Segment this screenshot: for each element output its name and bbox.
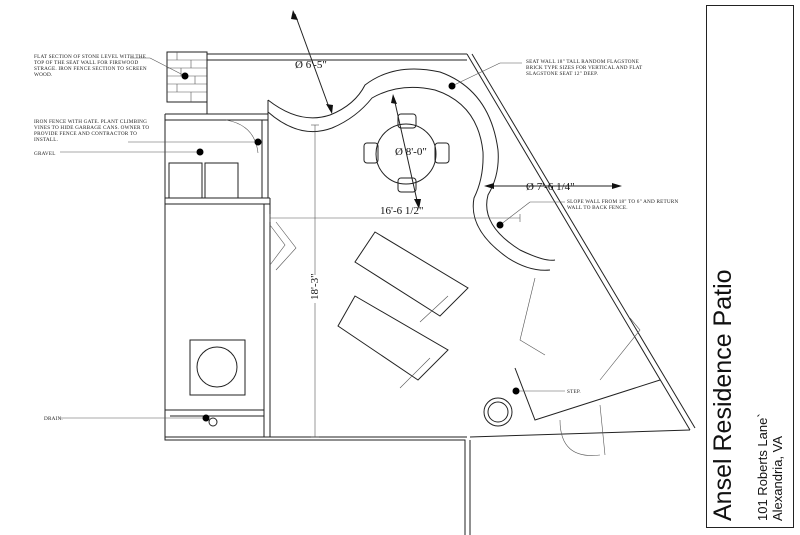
note-flat-stone-line: STRAGE. IRON FENCE SECTION TO SCREEN	[34, 66, 147, 72]
note-seat-wall: SEAT WALL 18" TALL RANDOM FLAGSTONE BRIC…	[526, 59, 644, 77]
note-slope-wall: SLOPE WALL FROM 18" TO 6" AND RETURN WAL…	[567, 199, 680, 211]
firewood-storage	[166, 51, 208, 114]
dimension-lines	[269, 10, 622, 438]
note-step: STEP.	[567, 389, 581, 395]
dimension-length-18-3: 18'-3"	[309, 273, 321, 300]
lounge-chairs	[337, 231, 469, 389]
note-flat-stone-line: TOP OF THE SEAT WALL FOR FIREWOOD	[34, 60, 138, 66]
note-drain-line: DRAIN.	[44, 416, 63, 422]
project-title: Ansel Residence Patio	[709, 269, 737, 521]
dimension-dia-6-5: Ø 6'-5"	[295, 59, 327, 71]
note-iron-fence: IRON FENCE WITH GATE. PLANT CLIMBING VIN…	[34, 119, 151, 143]
note-gravel: GRAVEL	[34, 151, 56, 157]
note-seat-wall-line: BRICK TYPE SIZES FOR VERTICAL AND FLAT	[526, 65, 643, 71]
note-step-line: STEP.	[567, 389, 581, 395]
title-block: Ansel Residence Patio 101 Roberts Lane` …	[706, 5, 794, 528]
table-set	[363, 113, 450, 193]
utility-area	[165, 112, 271, 437]
seat-wall	[267, 68, 556, 271]
note-iron-fence-line: PROVIDE FENCE AND CONTRACTOR TO	[34, 131, 137, 137]
note-flat-stone: FLAT SECTION OF STONE LEVEL WITH THE TOP…	[34, 54, 148, 78]
address-line-1: 101 Roberts Lane`	[755, 413, 770, 521]
dimension-dia-8-0: Ø 8'-0"	[395, 146, 427, 158]
side-gate	[269, 221, 297, 271]
note-flat-stone-line: WOOD.	[34, 72, 52, 78]
note-seat-wall-line: SLAGSTONE SEAT 12" DEEP.	[526, 71, 598, 77]
note-gravel-line: GRAVEL	[34, 151, 56, 157]
note-iron-fence-line: INSTALL.	[34, 137, 58, 143]
step-area	[483, 277, 661, 456]
title-block-text: Ansel Residence Patio 101 Roberts Lane` …	[707, 6, 795, 529]
note-slope-wall-line: SLOPE WALL FROM 18" TO 6" AND RETURN	[567, 199, 678, 205]
note-iron-fence-line: IRON FENCE WITH GATE. PLANT CLIMBING	[34, 119, 147, 125]
note-leaders	[60, 57, 565, 422]
address-line-2: Alexandria, VA	[770, 435, 785, 521]
note-drain: DRAIN.	[44, 416, 63, 422]
note-seat-wall-line: SEAT WALL 18" TALL RANDOM FLAGSTONE	[526, 59, 639, 65]
note-flat-stone-line: FLAT SECTION OF STONE LEVEL WITH THE	[34, 54, 146, 60]
note-slope-wall-line: WALL TO BACK FENCE.	[567, 205, 628, 211]
note-iron-fence-line: VINES TO HIDE GARBAGE CANS. OWNER TO	[34, 125, 149, 131]
patio-boundary	[164, 53, 696, 535]
dimension-length-16-6: 16'-6 1/2"	[380, 205, 423, 217]
dimension-dia-7-6: Ø 7'-6 1/4"	[526, 181, 575, 193]
